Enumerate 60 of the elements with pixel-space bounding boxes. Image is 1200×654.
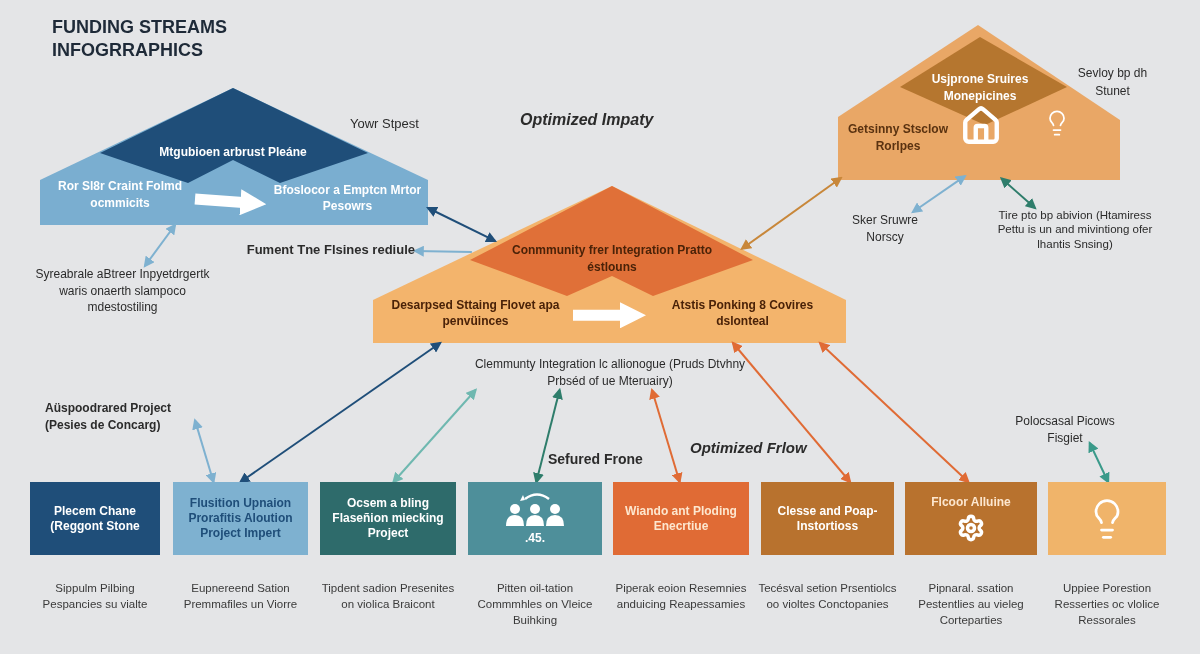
- arrow: [649, 387, 683, 485]
- note-text: Clemmunty Integration lc allionogue (Pruds Dtvhny Prbséd of ue Mteruairy): [470, 356, 750, 390]
- shape-label: Getsinny Stsclow Rorlpes: [847, 121, 949, 154]
- arrow: [1088, 441, 1110, 484]
- description-text: Eupnereend Sation Premmafiles un Viorre: [182, 581, 299, 612]
- arrow: [426, 206, 497, 242]
- category-box: [905, 482, 1037, 555]
- arrow: [391, 388, 478, 484]
- shape-label: Usjprone Sruires Monepicines: [930, 71, 1030, 104]
- note-text: Syreabrale aBtreer Inpyetdrgertk waris onaerth slampoco mdestostiling: [25, 266, 220, 316]
- box-label: Flusition Upnaion Prorafitis Aloution Project Impert: [187, 496, 294, 541]
- note-text: Fument Tne Flsines rediule: [245, 241, 415, 261]
- box-label: .45.: [525, 531, 545, 546]
- category-box: [468, 482, 602, 555]
- arrow: [740, 176, 843, 251]
- category-box: [30, 482, 160, 555]
- arrow: [143, 223, 177, 268]
- wing-label: Desarpsed Sttaing Flovet apa penvüinces: [378, 290, 573, 336]
- shape-label: Mtgubioen arbrust Pleáne: [158, 144, 308, 161]
- note-text: Aüspoodrared Project (Pesies de Concarg): [45, 400, 195, 434]
- arrow: [533, 387, 563, 485]
- title: FUNDING STREAMS INFOGRRAPHICS: [52, 16, 228, 61]
- arrow: [192, 418, 217, 485]
- arrow: [412, 245, 473, 257]
- description-text: Piperak eoion Resemnies anduicing Reapessamies: [614, 581, 748, 612]
- shape-label: Conmmunity frer Integration Pratto éstlouns: [511, 242, 713, 275]
- annotation-text: Sefured Frone: [548, 450, 644, 469]
- arrow: [194, 189, 267, 216]
- wing-label: Ror Sl8r Craint Folmd ocmmicits: [45, 172, 195, 217]
- category-box: [613, 482, 749, 555]
- category-box: [761, 482, 894, 555]
- box-label: Plecem Chane (Reggont Stone: [49, 503, 141, 534]
- box-label: Flcoor Alluine: [931, 495, 1011, 510]
- description-text: Tipdent sadion Presenites on violica Braicont: [320, 581, 456, 612]
- note-text: Sker Sruwre Norscy: [840, 212, 930, 246]
- arrow: [911, 174, 967, 214]
- annotation-text: Optimized Impaty: [520, 110, 655, 130]
- box-label: Wiando ant Ploding Enecrtiue: [624, 503, 738, 534]
- description-text: Pitten oil-tation Commmhles on Vleice Buihking: [476, 581, 594, 628]
- arrow: [573, 302, 646, 329]
- annotation-text: Optimized Frlow: [690, 438, 809, 458]
- category-box: [1048, 482, 1166, 555]
- annotation-text: Sevloy bp dh Stunet: [1076, 65, 1149, 100]
- note-text: Tire pto bp abivion (Htamiress Pettu is un and mivintiong ofer lhantis Snsing): [995, 208, 1155, 270]
- note-text: Polocsasal Picows Fisgiet: [1000, 413, 1130, 443]
- arrow: [999, 177, 1037, 210]
- category-box: [173, 482, 308, 555]
- box-label: Ocsem a bling Flaseñion miecking Project: [331, 496, 445, 541]
- arrow: [731, 341, 852, 484]
- description-text: Uppiee Porestion Resserties oc vlolice Ressorales: [1053, 581, 1161, 628]
- wing-label: Bfoslocor a Emptcn Mrtor Pesowrs: [270, 172, 425, 224]
- wing-label: Atstis Ponking 8 Covires dslonteal: [645, 290, 840, 336]
- category-box: [320, 482, 456, 555]
- description-text: Pipnaral. ssation Pestentlies au vieleg Corteparties: [917, 581, 1025, 628]
- annotation-text: Yowr Stpest: [350, 115, 420, 133]
- box-label: Clesse and Poap- Instortioss: [776, 503, 879, 534]
- arrow: [818, 341, 970, 484]
- description-text: Sippulm Pilbing Pespancies su vialte: [41, 581, 149, 612]
- description-text: Tecésval setion Prsentiolcs oo violtes Conctopanies: [758, 581, 897, 612]
- arrow: [238, 341, 442, 484]
